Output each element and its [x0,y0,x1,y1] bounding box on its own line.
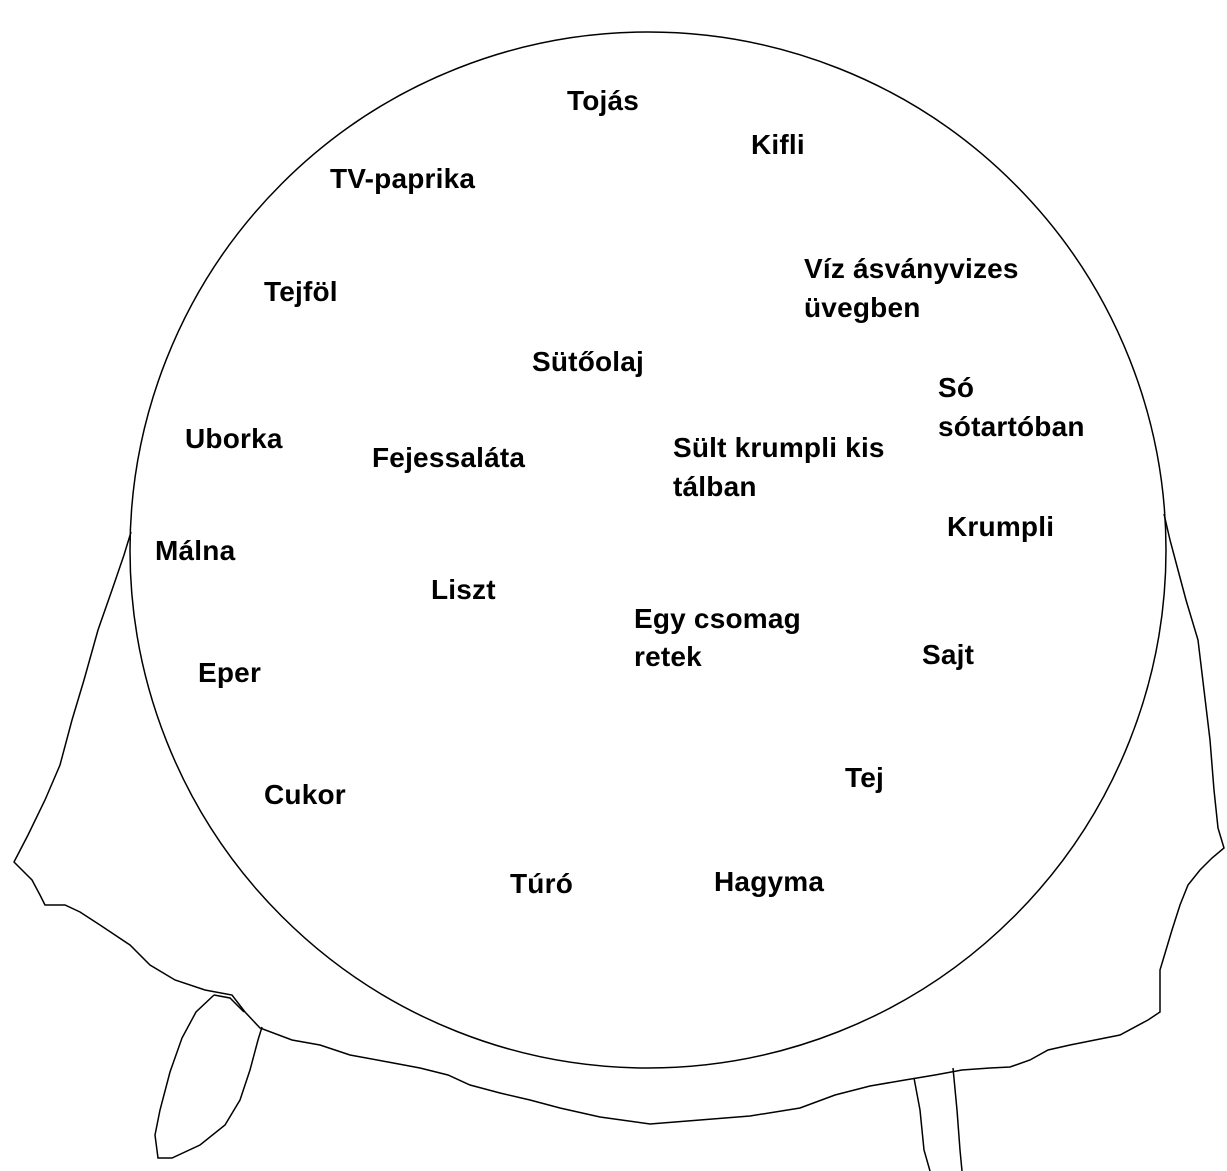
tablecloth-outline [14,514,1224,1124]
food-item-sutoolaj: Sütőolaj [532,343,644,381]
food-item-tv-paprika: TV-paprika [330,160,475,198]
food-item-so-line2: sótartóban [938,408,1085,446]
food-item-tojas: Tojás [567,82,639,120]
food-item-krumpli: Krumpli [947,508,1054,546]
food-item-retek-line2: retek [634,638,702,676]
food-item-viz-line1: Víz ásványvizes [804,250,1019,288]
food-item-tejfol: Tejföl [264,273,338,311]
food-item-kifli: Kifli [751,126,805,164]
food-item-malna: Málna [155,532,235,570]
food-item-fejessalata: Fejessaláta [372,439,525,477]
table-top-circle [130,32,1166,1068]
food-item-tej: Tej [845,759,884,797]
food-item-turo: Túró [510,865,573,903]
food-item-sajt: Sajt [922,636,974,674]
food-item-uborka: Uborka [185,420,283,458]
food-item-eper: Eper [198,654,261,692]
food-item-sult-krumpli-line2: tálban [673,468,757,506]
food-item-sult-krumpli-line1: Sült krumpli kis [673,429,885,467]
right-table-leg [914,1068,962,1171]
food-item-liszt: Liszt [431,571,496,609]
food-item-viz-line2: üvegben [804,289,921,327]
food-item-cukor: Cukor [264,776,346,814]
left-table-leg [155,995,262,1158]
food-item-retek-line1: Egy csomag [634,600,801,638]
food-item-hagyma: Hagyma [714,863,824,901]
food-item-so-line1: Só [938,369,974,407]
